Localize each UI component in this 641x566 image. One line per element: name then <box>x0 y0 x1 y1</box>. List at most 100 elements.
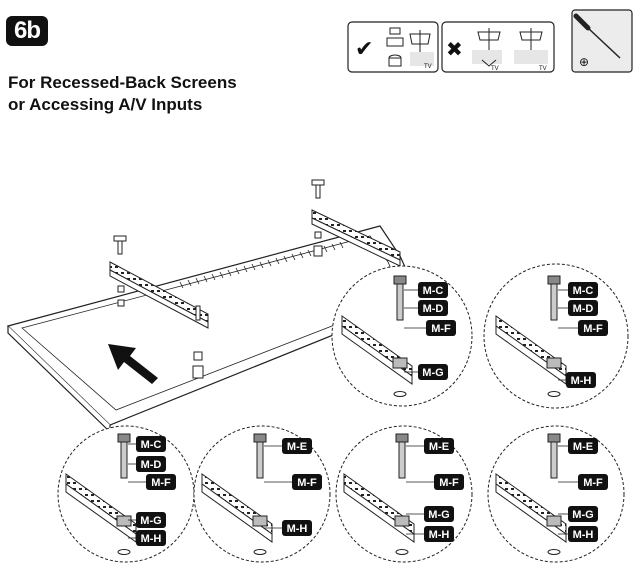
screw-shaft <box>550 441 558 479</box>
phillips-head-icon: ⊕ <box>579 55 589 69</box>
spacer <box>546 515 562 527</box>
incorrect-method-box: ✖ TV TV <box>441 21 555 73</box>
screw-shaft <box>398 441 406 479</box>
screwdriver-box: ⊕ <box>571 9 633 73</box>
part-label-mg: M-G <box>422 367 443 379</box>
spacer <box>116 515 132 527</box>
part-label-box <box>568 438 598 454</box>
part-label-box <box>578 474 608 490</box>
part-label-md: M-D <box>141 459 162 471</box>
part-label-box <box>568 282 598 298</box>
part-label-mf: M-F <box>439 477 459 489</box>
step-title: For Recessed-Back Screens or Accessing A… <box>8 72 237 116</box>
right-mounting-rail <box>311 179 401 267</box>
part-label-me: M-E <box>429 441 449 453</box>
screw-head <box>547 433 561 443</box>
part-label-box <box>418 282 448 298</box>
part-label-box <box>568 300 598 316</box>
part-label-mf: M-F <box>431 323 451 335</box>
callout-c1: M-C M-D M-F M-G <box>331 265 473 407</box>
part-label-mf: M-F <box>151 477 171 489</box>
callout-c2: M-CM-DM-FM-H <box>483 263 629 409</box>
washer-spacer-icon <box>386 27 404 67</box>
part-label-mg: M-G <box>140 515 161 527</box>
part-label-box <box>136 512 166 528</box>
part-label-mc: M-C <box>141 439 162 451</box>
part-label-box <box>136 456 166 472</box>
part-label-mc: M-C <box>423 285 444 297</box>
part-label-box <box>426 320 456 336</box>
part-label-mh: M-H <box>429 529 450 541</box>
spacer <box>546 357 562 369</box>
part-label-box <box>568 506 598 522</box>
part-label-box <box>418 364 448 380</box>
direction-arrow-icon <box>108 344 158 384</box>
bracket-flange <box>495 483 567 543</box>
bracket-flange <box>201 483 273 543</box>
title-line-1: For Recessed-Back Screens <box>8 73 237 92</box>
title-line-2: or Accessing A/V Inputs <box>8 95 203 114</box>
tv-label: TV <box>424 64 432 70</box>
part-label-box <box>136 530 166 546</box>
part-label-mg: M-G <box>428 509 449 521</box>
screw-head <box>117 433 131 443</box>
part-label-me: M-E <box>287 441 307 453</box>
spacer <box>252 515 268 527</box>
tv-label: TV <box>539 66 547 72</box>
bracket-flange <box>341 325 413 385</box>
washer <box>395 549 409 555</box>
screw-shaft <box>396 283 404 321</box>
part-label-box <box>578 320 608 336</box>
part-label-box <box>424 438 454 454</box>
part-label-mh: M-H <box>571 375 592 387</box>
screw-head <box>393 275 407 285</box>
part-label-mh: M-H <box>287 523 308 535</box>
screw-head <box>253 433 267 443</box>
part-label-box <box>146 474 176 490</box>
callout-c6: M-E M-F M-G M-H <box>487 425 625 563</box>
bracket-flange <box>343 483 415 543</box>
part-label-box <box>292 474 322 490</box>
callout-c4: M-E M-F M-H <box>193 425 331 563</box>
part-label-mh: M-H <box>573 529 594 541</box>
tv-vent-ticks <box>179 241 344 289</box>
washer <box>393 391 407 397</box>
part-label-box <box>282 438 312 454</box>
part-label-md: M-D <box>423 303 444 315</box>
screw-into-tv-icon <box>409 30 434 66</box>
screw-shaft <box>256 441 264 479</box>
tv-label: TV <box>491 66 499 72</box>
part-label-box <box>424 506 454 522</box>
part-label-box <box>282 520 312 536</box>
callout-c3: M-C M-D M-F M-G M-H <box>57 425 195 563</box>
part-label-box <box>566 372 596 388</box>
part-label-box <box>136 436 166 452</box>
part-label-mg: M-G <box>572 509 593 521</box>
washer <box>547 549 561 555</box>
screw-head <box>395 433 409 443</box>
part-label-mh: M-H <box>141 533 162 545</box>
part-label-mc: M-C <box>573 285 594 297</box>
correct-method-box: ✔ TV <box>347 21 439 73</box>
spacer <box>392 357 408 369</box>
part-label-box <box>424 526 454 542</box>
left-mounting-rail <box>109 235 209 379</box>
washer <box>253 549 267 555</box>
callout-c5: M-E M-F M-G M-H <box>335 425 473 563</box>
spacer <box>394 515 410 527</box>
step-number-badge: 6b <box>6 16 48 46</box>
screw-head <box>547 275 561 285</box>
part-label-box <box>434 474 464 490</box>
washer <box>547 391 561 397</box>
part-label-mf: M-F <box>583 477 603 489</box>
cross-icon: ✖ <box>446 37 463 61</box>
part-label-mf: M-F <box>297 477 317 489</box>
part-label-md: M-D <box>573 303 594 315</box>
washer <box>117 549 131 555</box>
part-label-me: M-E <box>573 441 593 453</box>
screw-shaft <box>550 283 558 321</box>
screw-too-short-icon <box>514 28 548 64</box>
callout-group: M-CM-DM-FM-GM-CM-DM-FM-HM-CM-DM-FM-GM-HM… <box>57 263 629 563</box>
part-label-box <box>568 526 598 542</box>
